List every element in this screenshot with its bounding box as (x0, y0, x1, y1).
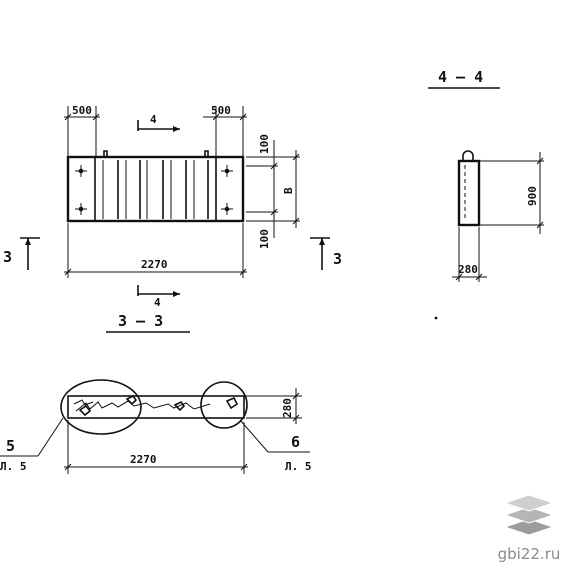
section-4-4-height-label: 900 (526, 186, 539, 206)
callout-circle-right (200, 381, 248, 429)
watermark: gbi22.ru (489, 483, 569, 563)
callout-right-number: 6 (291, 433, 300, 451)
embedded-plates (75, 165, 233, 215)
plan-reinforcement (75, 400, 211, 412)
elevation-view: 500 500 4 (3, 104, 342, 309)
section-4-4-outline (457, 159, 481, 227)
watermark-text: gbi22.ru (497, 545, 561, 563)
dim-length-label: 2270 (141, 258, 168, 271)
lifting-loop-right (204, 150, 209, 157)
section-3-mark-left: 3 (3, 248, 12, 266)
section-3-3-title: 3 — 3 (118, 312, 163, 330)
dim-left-offset: 500 (64, 104, 100, 156)
dim-right-offset-label: 500 (211, 104, 231, 117)
callout-left-sheet: Л. 5 (0, 460, 27, 473)
dim-height-chain: 100 100 B (246, 134, 300, 249)
dim-bottom-gap-label: 100 (258, 229, 271, 249)
callout-right-sheet: Л. 5 (285, 460, 312, 473)
section-3-3-length-label: 2270 (130, 453, 157, 466)
plan-outline (67, 395, 245, 419)
section-4-cut-bottom: 4 (137, 285, 180, 309)
section-3-cut-left: 3 (3, 237, 40, 270)
section-3-cut-right: 3 (310, 237, 342, 270)
ink-dot (434, 316, 438, 320)
dim-height-label: B (282, 187, 295, 194)
lifting-loop-left (103, 150, 108, 157)
section-3-mark-right: 3 (333, 250, 342, 268)
dim-length: 2270 (64, 223, 247, 278)
dim-right-offset: 500 (203, 104, 247, 156)
dim-left-offset-label: 500 (72, 104, 92, 117)
section-4-4-view: 4 — 4 900 280 (428, 68, 544, 282)
section-3-3-width-label: 280 (281, 398, 294, 418)
section-4-mark-bottom: 4 (154, 296, 161, 309)
section-4-4-width-label: 280 (458, 263, 478, 276)
watermark-logo-icon (503, 494, 555, 536)
dim-top-gap-label: 100 (258, 134, 271, 154)
leader-right (239, 419, 269, 453)
block-outline (66, 155, 245, 223)
leader-left (37, 417, 64, 457)
callout-ellipse-left (60, 379, 142, 435)
section-4-4-loop (462, 150, 474, 161)
section-4-4-title: 4 — 4 (438, 68, 483, 86)
reinforcement-bars (102, 160, 209, 219)
section-4-cut-top: 4 (137, 113, 180, 132)
section-3-3-view: 3 — 3 5 Л. 5 6 Л. 5 280 (0, 312, 312, 474)
section-4-mark-top: 4 (150, 113, 157, 126)
callout-left-number: 5 (6, 437, 15, 455)
